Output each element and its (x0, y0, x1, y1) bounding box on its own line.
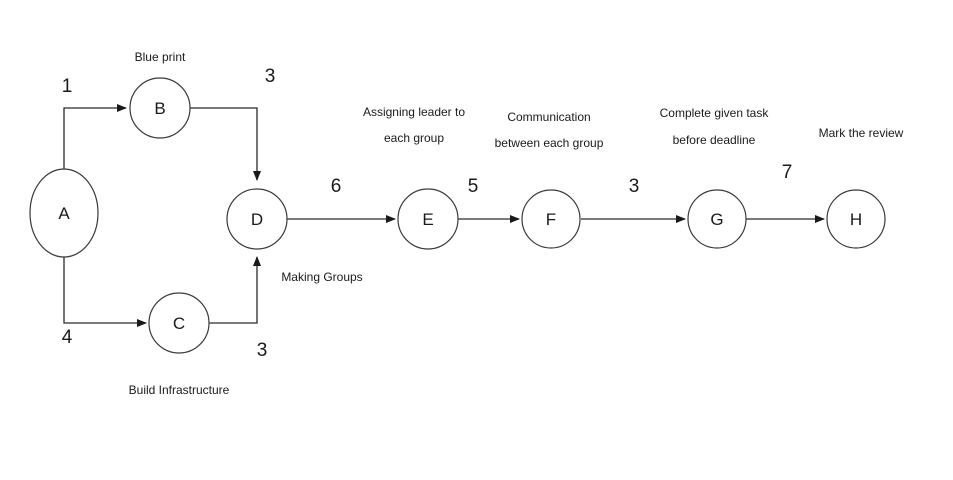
node-c-label: C (173, 314, 185, 333)
weight-c-d: 3 (257, 340, 268, 361)
node-e-label: E (422, 210, 433, 229)
caption-assigning-leader-line-1: Assigning leader to (363, 105, 465, 119)
weight-b-d: 3 (265, 66, 276, 87)
caption-blueprint: Blue print (135, 50, 186, 64)
node-a: A (29, 168, 99, 258)
caption-complete-task-line-2: before deadline (673, 133, 756, 147)
node-d: D (226, 188, 288, 250)
node-g-label: G (710, 210, 723, 229)
caption-complete-task-line-1: Complete given task (660, 106, 770, 120)
node-f: F (521, 189, 581, 249)
caption-communication-line-1: Communication (507, 110, 590, 124)
caption-assigning-leader-line-2: each group (384, 131, 444, 145)
weight-a-c: 4 (62, 327, 73, 348)
node-f-label: F (546, 210, 556, 229)
node-b-label: B (154, 99, 165, 118)
caption-communication-line-2: between each group (495, 136, 604, 150)
node-b: B (129, 77, 191, 139)
node-g: G (687, 189, 747, 249)
node-h-label: H (850, 210, 862, 229)
caption-build-infrastructure: Build Infrastructure (129, 383, 230, 397)
weight-e-f: 5 (468, 176, 479, 197)
weight-a-b: 1 (62, 76, 73, 97)
caption-mark-review: Mark the review (819, 126, 904, 140)
weight-d-e: 6 (331, 176, 342, 197)
edge-a-c (63, 257, 147, 327)
caption-making-groups: Making Groups (281, 270, 362, 284)
node-a-label: A (58, 204, 70, 223)
weight-f-g: 3 (629, 176, 640, 197)
node-h: H (826, 189, 886, 249)
node-d-label: D (251, 210, 263, 229)
weight-g-h: 7 (782, 162, 793, 183)
node-c: C (148, 292, 210, 354)
edge-a-b (63, 104, 127, 170)
edge-b-d (190, 107, 261, 181)
edge-c-d (209, 256, 261, 324)
node-e: E (397, 188, 459, 250)
